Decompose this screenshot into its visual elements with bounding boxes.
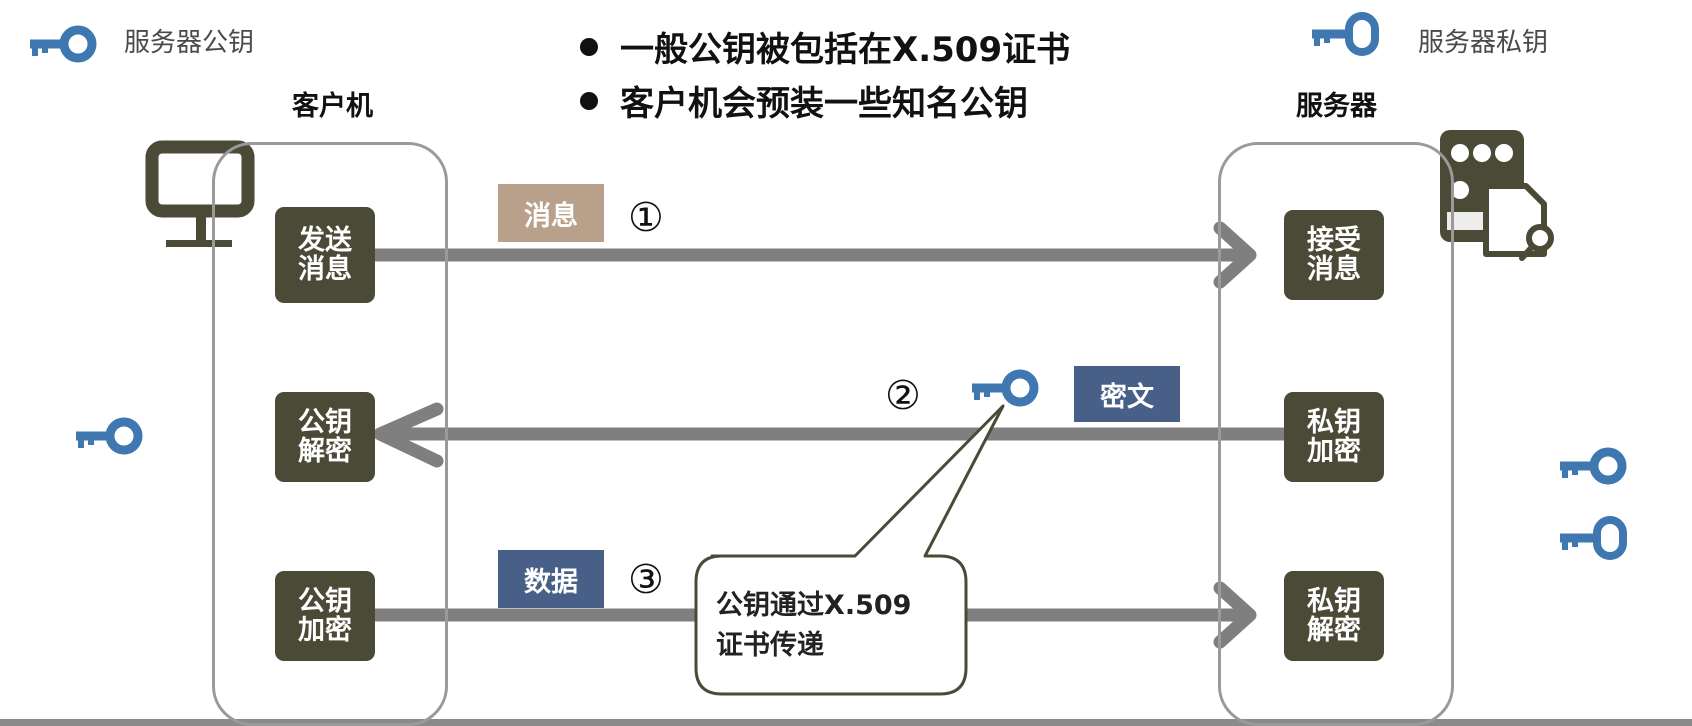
step-3-marker: ③: [628, 557, 664, 603]
client-panel: [212, 142, 448, 726]
pubkey-encrypt-node: 公钥加密: [275, 571, 375, 661]
step-1-marker: ①: [628, 195, 664, 241]
privkey-encrypt-node: 私钥加密: [1284, 392, 1384, 482]
public-key-icon: [972, 374, 1034, 402]
arrow-send-message: [372, 221, 1257, 289]
step-2-marker: ②: [885, 373, 921, 419]
bottom-border: [0, 719, 1692, 726]
callout-bubble: [694, 404, 1005, 696]
send-message-node: 发送消息: [275, 207, 375, 303]
arrow-ciphertext: [373, 402, 1285, 468]
bullet-icon: [580, 37, 598, 56]
client-label: 客户机: [292, 91, 373, 122]
ciphertext-tag: 密文: [1074, 366, 1180, 422]
node-label: 接受消息: [1307, 225, 1361, 285]
data-tag: 数据: [498, 550, 604, 608]
bullet-text: 一般公钥被包括在X.509证书: [620, 30, 1071, 70]
public-key-icon: [76, 422, 138, 450]
privkey-decrypt-node: 私钥解密: [1284, 571, 1384, 661]
server-label: 服务器: [1296, 91, 1377, 122]
node-label: 发送消息: [298, 225, 352, 285]
server-document-icon: [1440, 130, 1554, 261]
public-key-icon: [30, 30, 92, 58]
bullet-icon: [580, 91, 598, 110]
bullet-item: 一般公钥被包括在X.509证书: [580, 22, 1070, 71]
node-label: 私钥加密: [1307, 407, 1361, 467]
public-key-icon: [1560, 452, 1622, 480]
bullet-text: 客户机会预装一些知名公钥: [620, 84, 1028, 124]
callout-text: 公钥通过X.509 证书传递: [716, 590, 912, 661]
server-panel: [1218, 142, 1454, 726]
message-tag: 消息: [498, 184, 604, 242]
public-key-legend-label: 服务器公钥: [124, 28, 255, 58]
node-label: 公钥解密: [298, 407, 352, 467]
pubkey-decrypt-node: 公钥解密: [275, 392, 375, 482]
private-key-icon: [1560, 520, 1623, 556]
bullet-item: 客户机会预装一些知名公钥: [580, 76, 1028, 125]
private-key-legend-label: 服务器私钥: [1418, 28, 1549, 58]
node-label: 私钥解密: [1307, 586, 1361, 646]
receive-message-node: 接受消息: [1284, 210, 1384, 300]
private-key-icon: [1312, 16, 1375, 52]
node-label: 公钥加密: [298, 586, 352, 646]
